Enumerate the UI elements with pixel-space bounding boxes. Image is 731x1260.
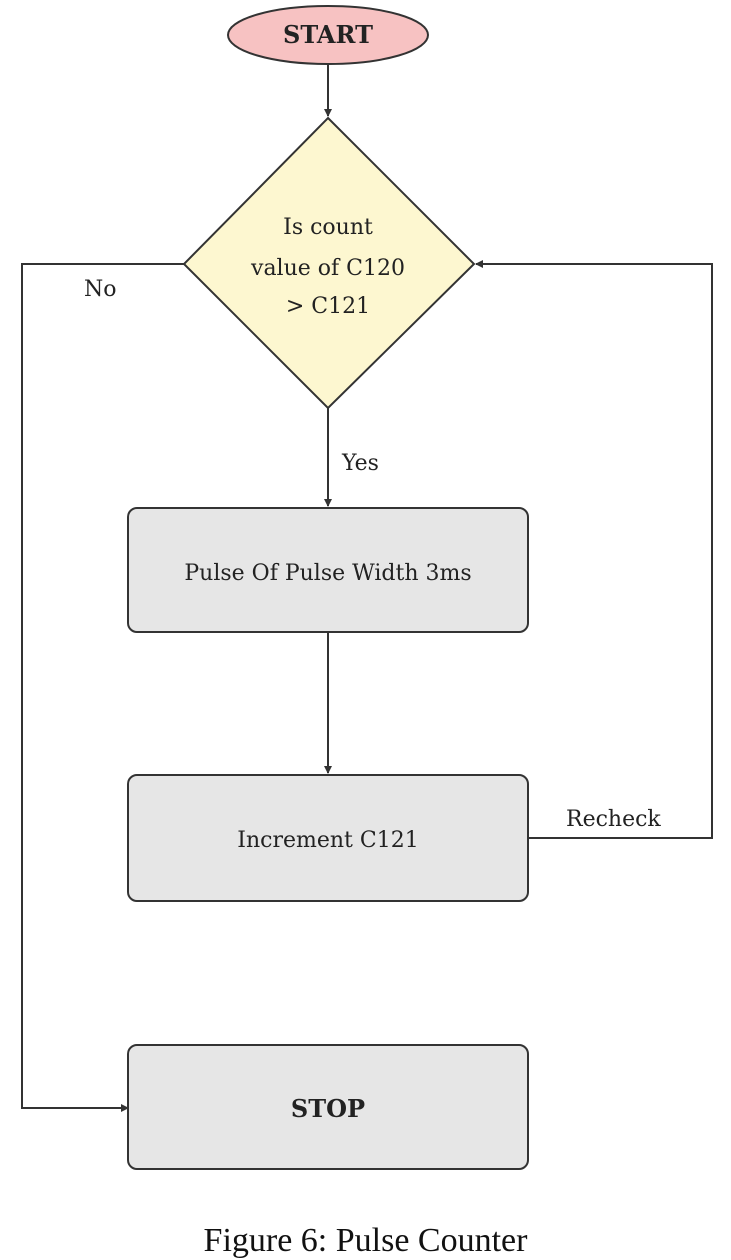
decision-line-3: > C121: [286, 294, 370, 319]
figure-caption: Figure 6: Pulse Counter: [203, 1222, 528, 1259]
decision-node: Is count value of C120 > C121: [182, 116, 476, 410]
edge-label-no: No: [84, 277, 117, 302]
edges: [21, 64, 713, 1112]
edge-label-recheck: Recheck: [566, 807, 661, 832]
decision-line-2: value of C120: [250, 256, 405, 281]
edge-label-yes: Yes: [341, 451, 379, 476]
stop-box: [127, 1044, 529, 1170]
pulse-process-box: [127, 507, 529, 633]
start-node: START: [227, 5, 429, 65]
increment-process-label: Increment C121: [237, 828, 418, 853]
stop-node: STOP: [127, 1044, 529, 1170]
stop-label: STOP: [291, 1094, 365, 1123]
edge-recheck-to-decision: [475, 260, 713, 839]
decision-line-1: Is count: [283, 215, 373, 240]
start-label: START: [283, 20, 373, 49]
start-ellipse: [227, 5, 429, 65]
edge-no-to-stop: [21, 263, 184, 1112]
flowchart: START Is count value of C120 > C121 Puls…: [21, 5, 713, 1170]
pulse-process-node: Pulse Of Pulse Width 3ms: [127, 507, 529, 633]
pulse-process-label: Pulse Of Pulse Width 3ms: [184, 561, 471, 586]
increment-process-box: [127, 774, 529, 902]
decision-diamond: [182, 116, 476, 410]
increment-process-node: Increment C121: [127, 774, 529, 902]
